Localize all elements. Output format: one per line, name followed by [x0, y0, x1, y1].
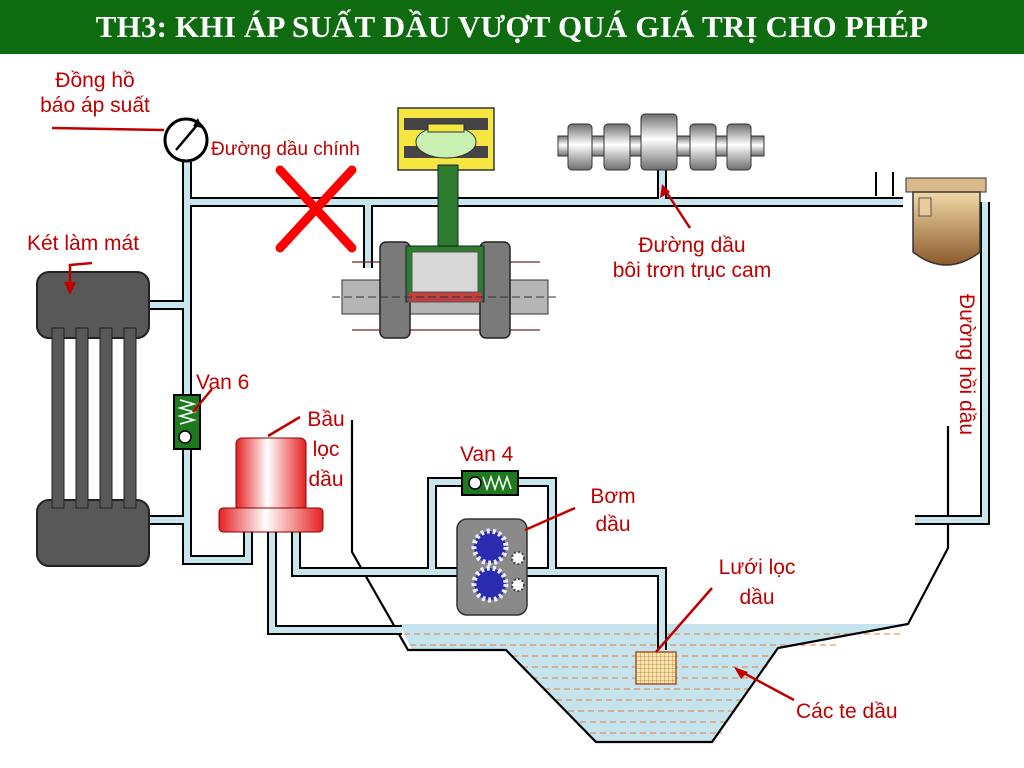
lubrication-diagram: [36, 107, 990, 744]
gauge-label-line1: Đồng hồ: [55, 69, 135, 92]
cam-line-label-line1: Đường dầu: [638, 234, 746, 257]
camshaft: [557, 113, 765, 171]
oil-pump: [456, 518, 528, 616]
pump-label-line2: dầu: [595, 513, 631, 536]
gauge-label-line2: báo áp suất: [40, 94, 150, 117]
pressure-gauge-icon: [163, 117, 209, 163]
filter-label-line3: dầu: [308, 468, 344, 491]
sump-label: Các te dầu: [796, 700, 898, 723]
main-line-label: Đường dầu chính: [211, 139, 360, 160]
pump-label: Bơm dầu: [580, 483, 646, 539]
filter-label: Bầu lọc dầu: [300, 405, 352, 495]
cam-line-label: Đường dầu bôi trơn trục cam: [572, 233, 812, 283]
return-line-label: Đường hồi dầu: [955, 294, 978, 436]
pump-label-line1: Bơm: [590, 485, 636, 508]
radiator: [36, 271, 150, 567]
strainer-label: Lưới lọc dầu: [702, 553, 812, 613]
blocked-cross-icon: [275, 165, 357, 253]
radiator-label: Két làm mát: [27, 232, 140, 255]
valve4-label: Van 4: [460, 443, 514, 466]
oil-pipes: [150, 162, 990, 650]
filler-cap: [905, 177, 987, 266]
cam-line-label-line2: bôi trơn trục cam: [612, 259, 772, 282]
oil-strainer: [635, 651, 677, 685]
valve-4: [461, 470, 519, 496]
strainer-label-line2: dầu: [739, 586, 775, 609]
oil-sump: [350, 420, 950, 744]
filter-label-line2: lọc: [312, 438, 340, 461]
page-title: TH3: KHI ÁP SUẤT DẦU VƯỢT QUÁ GIÁ TRỊ CH…: [0, 0, 1024, 54]
label-pointers: [51, 126, 795, 702]
piston-assembly: [332, 107, 560, 339]
filter-label-line1: Bầu: [307, 408, 345, 431]
gauge-label: Đồng hồ báo áp suất: [28, 68, 162, 118]
strainer-label-line1: Lưới lọc: [718, 556, 796, 579]
valve6-label: Van 6: [196, 371, 250, 394]
valve-6: [173, 394, 201, 450]
oil-filter: [218, 437, 324, 533]
